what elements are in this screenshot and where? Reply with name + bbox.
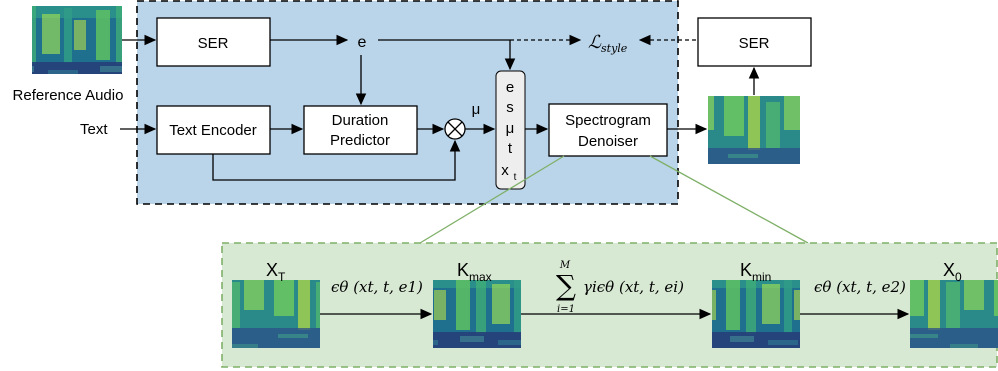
kmax-sub: max	[469, 270, 492, 284]
kmin-sub: min	[752, 270, 771, 284]
equation-sum-sigma: ∑	[556, 269, 576, 302]
kmax-label: K	[457, 260, 469, 280]
equation-step-3: ϵθ (xt, t, e2)	[814, 278, 906, 296]
equation-sum-body: γiϵθ (xt, t, ei)	[583, 278, 684, 296]
x0-spectrogram-icon	[910, 280, 998, 348]
mu-label: μ	[472, 101, 481, 118]
stack-item-s: s	[506, 99, 514, 116]
kmax-spectrogram-icon	[433, 280, 521, 348]
style-loss-subscript: style	[601, 42, 628, 55]
duration-predictor-line1: Duration	[332, 112, 389, 129]
multiply-icon	[444, 118, 466, 140]
equation-sum-upper: M	[559, 260, 571, 271]
text-encoder-box	[156, 105, 271, 155]
spectrogram-denoiser-box	[548, 103, 668, 157]
text-input-label: Text	[80, 121, 108, 138]
xT-label: X	[266, 260, 278, 280]
sampling-panel	[221, 242, 998, 368]
equation-step-1: ϵθ (xt, t, e1)	[331, 278, 423, 296]
stack-item-mu: μ	[506, 120, 515, 137]
equation-sum-lower: i=1	[557, 304, 575, 315]
kmin-spectrogram-icon	[712, 280, 800, 348]
duration-predictor-line2: Predictor	[330, 132, 390, 149]
zoom-line-right	[649, 155, 809, 244]
duration-predictor-box	[303, 105, 418, 155]
output-spectrogram-icon	[708, 96, 800, 164]
text-encoder-label: Text Encoder	[169, 122, 257, 139]
ser-box-left	[156, 17, 271, 67]
xT-sub: T	[278, 270, 286, 284]
zoom-line-left	[419, 155, 565, 244]
ser-left-label: SER	[198, 35, 229, 52]
kmin-label: K	[740, 260, 752, 280]
reference-spectrogram-icon	[32, 6, 122, 74]
arrow-encoder-to-multiply	[212, 139, 461, 181]
style-loss-symbol: ℒ	[588, 32, 602, 53]
spectrogram-denoiser-line2: Denoiser	[578, 133, 638, 150]
stack-item-e: e	[506, 79, 514, 96]
x0-label: X	[943, 260, 955, 280]
spectrogram-denoiser-line1: Spectrogram	[565, 112, 651, 129]
ser-right-label: SER	[739, 35, 770, 52]
stack-item-x: x	[501, 162, 509, 179]
embedding-e-label: e	[358, 34, 367, 51]
reference-audio-label: Reference Audio	[13, 87, 124, 104]
stack-item-t: t	[508, 140, 513, 157]
xT-spectrogram-icon	[232, 280, 320, 348]
stack-item-x-sub: t	[514, 172, 517, 183]
x0-sub: 0	[955, 270, 962, 284]
ser-box-right	[697, 17, 812, 67]
